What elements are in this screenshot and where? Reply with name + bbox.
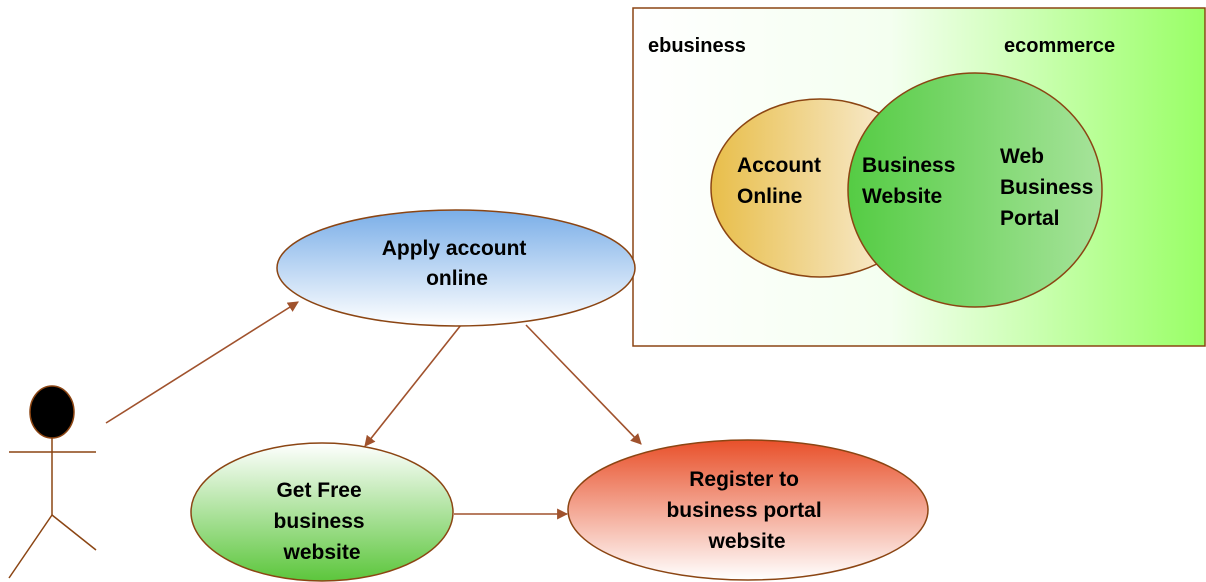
register-portal-ellipse: [567, 439, 929, 581]
venn-left-line-1: Account: [737, 154, 821, 177]
panel-ecommerce-label: ecommerce: [1004, 35, 1115, 57]
venn-overlap-line-2: Website: [862, 185, 942, 208]
apply-account-line-1: Apply account: [382, 237, 527, 260]
venn-right-label: Web Business Portal: [1000, 145, 1099, 230]
actor-left-leg: [8, 514, 53, 579]
arrow-actor-to-apply: [105, 301, 299, 424]
connectors: [105, 301, 642, 520]
free-website-line-1: Get Free: [276, 479, 361, 502]
apply-account-label: Apply account online: [382, 237, 533, 290]
venn-right-line-2: Business: [1000, 176, 1093, 199]
free-website-line-3: website: [282, 541, 360, 564]
venn-left-line-2: Online: [737, 185, 802, 208]
use-case-free-website: Get Free business website: [190, 442, 454, 582]
register-portal-label: Register to business portal website: [666, 468, 827, 553]
free-website-ellipse: [190, 442, 454, 582]
venn-right-line-3: Portal: [1000, 207, 1060, 230]
venn-overlap-line-1: Business: [862, 154, 955, 177]
free-website-label: Get Free business website: [274, 479, 371, 564]
venn-overlap-label: Business Website: [862, 154, 961, 208]
apply-account-line-2: online: [426, 267, 488, 290]
register-portal-line-1: Register to: [689, 468, 799, 491]
use-case-register-portal: Register to business portal website: [567, 439, 929, 581]
actor-right-leg: [51, 514, 97, 551]
venn-right-line-1: Web: [1000, 145, 1044, 168]
actor-figure: [8, 385, 97, 579]
actor-head: [29, 385, 75, 439]
register-portal-line-3: website: [707, 530, 785, 553]
arrow-apply-to-register: [525, 324, 642, 445]
use-case-apply-account: Apply account online: [276, 209, 636, 327]
arrow-apply-to-free-site: [364, 324, 462, 447]
panel-ebusiness-label: ebusiness: [648, 35, 746, 57]
venn-left-label: Account Online: [737, 154, 827, 208]
venn-right-circle: [847, 72, 1103, 308]
register-portal-line-2: business portal: [666, 499, 821, 522]
free-website-line-2: business: [274, 510, 365, 533]
ebusiness-panel: ebusiness ecommerce Account Online Busin…: [632, 7, 1206, 347]
apply-account-ellipse: [276, 209, 636, 327]
